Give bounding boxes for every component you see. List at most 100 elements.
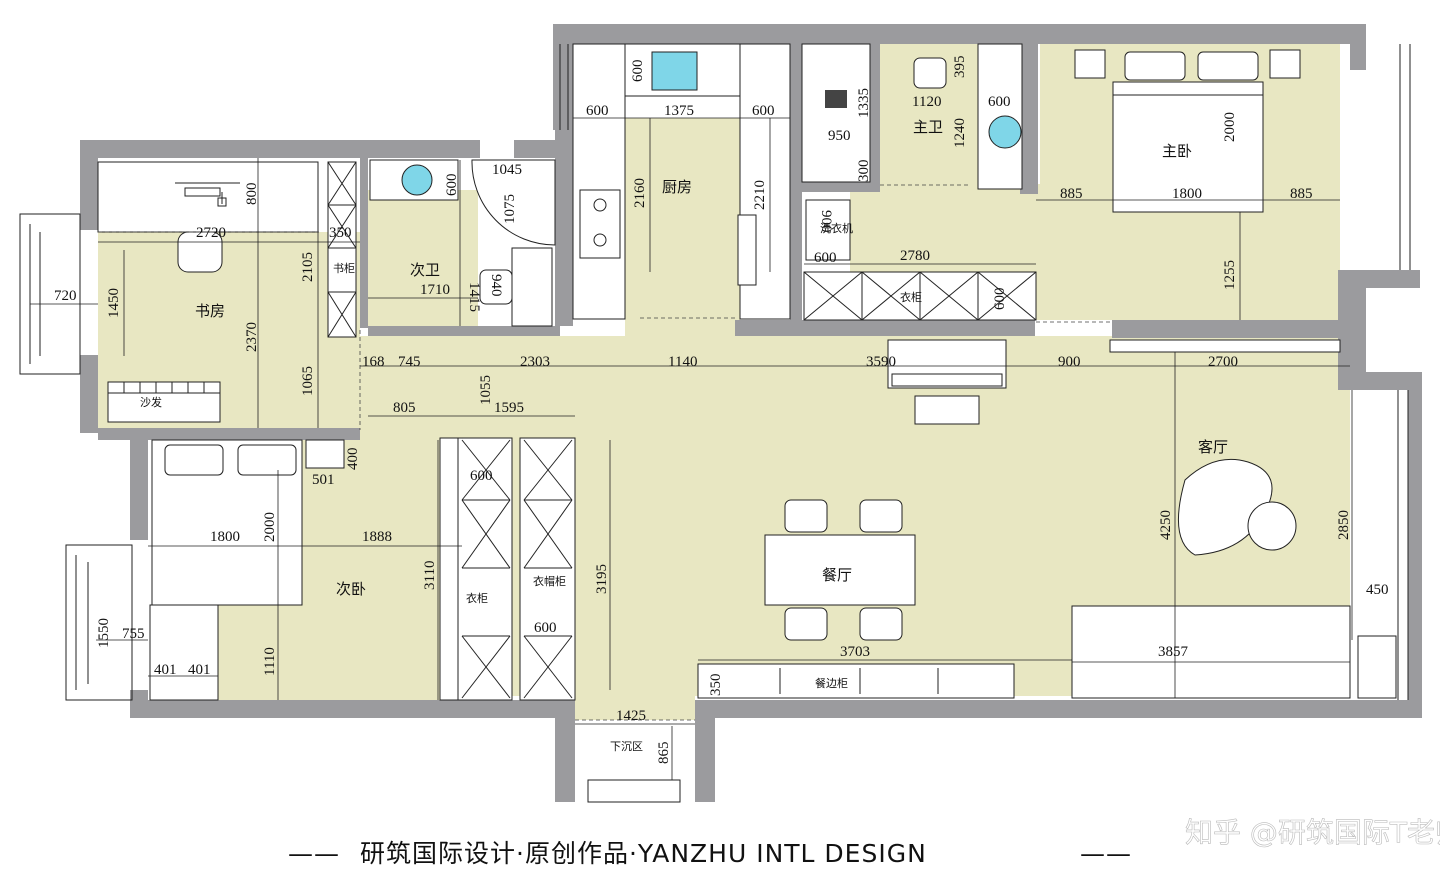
wall-top-right-post bbox=[1350, 24, 1366, 70]
master-bed bbox=[1112, 81, 1264, 213]
dim-label: 300 bbox=[856, 160, 872, 183]
dim-label: 1800 bbox=[210, 529, 240, 545]
dim-label: 2850 bbox=[1336, 510, 1352, 540]
dim-label: 600 bbox=[992, 288, 1008, 311]
second-bath-basin bbox=[401, 164, 433, 196]
dim-label: 805 bbox=[393, 400, 416, 416]
dim-label: 600 bbox=[752, 103, 775, 119]
study-furniture bbox=[97, 161, 357, 423]
wall-study-bottom bbox=[98, 428, 360, 440]
walls bbox=[80, 24, 1422, 802]
wall-bottom-right bbox=[695, 700, 1420, 718]
wall-bay-top bbox=[1340, 270, 1420, 288]
second-bed-desk bbox=[149, 604, 219, 701]
second-bed-balcony bbox=[65, 544, 133, 701]
dim-label: 1240 bbox=[952, 118, 968, 148]
dim-label: 1140 bbox=[668, 354, 697, 370]
label-master-bed: 主卧 bbox=[1162, 142, 1192, 160]
wall-right-bay bbox=[1338, 372, 1420, 390]
dim-label: 600 bbox=[586, 103, 609, 119]
label-second-bath: 次卫 bbox=[410, 261, 440, 279]
dim-label: 2160 bbox=[632, 178, 648, 208]
dim-label: 1450 bbox=[106, 288, 122, 318]
dim-label: 400 bbox=[345, 448, 361, 471]
label-sideboard: 餐边柜 bbox=[815, 676, 848, 690]
wall-laundry-top bbox=[802, 182, 870, 192]
dim-label: 600 bbox=[444, 174, 460, 197]
dim-label: 3857 bbox=[1158, 644, 1189, 660]
wall-sunken-left bbox=[555, 700, 575, 802]
dim-label: 1800 bbox=[1172, 186, 1202, 202]
dining-chair-3 bbox=[784, 607, 828, 641]
dim-label: 3590 bbox=[866, 354, 896, 370]
dim-label: 755 bbox=[122, 626, 145, 642]
dim-label: 865 bbox=[656, 742, 672, 765]
second-bath-shelf bbox=[511, 247, 553, 327]
wall-bottom-left bbox=[130, 700, 555, 718]
label-second-bed: 次卧 bbox=[336, 580, 366, 598]
dim-label: 1550 bbox=[96, 618, 112, 648]
kitchen-counter-left bbox=[572, 43, 626, 320]
dim-label: 1710 bbox=[420, 282, 450, 298]
living-sofa bbox=[1071, 605, 1351, 699]
wall-sunken-right bbox=[695, 700, 715, 802]
master-bath-fixtures bbox=[801, 43, 1023, 261]
dim-label: 350 bbox=[329, 225, 352, 241]
second-wardrobe bbox=[439, 437, 513, 701]
label-study: 书房 bbox=[195, 302, 225, 320]
dim-label: 2720 bbox=[196, 225, 226, 241]
wall-master-bath-left bbox=[870, 44, 880, 192]
wall-top bbox=[553, 24, 1365, 44]
second-pillow-right bbox=[237, 444, 297, 476]
dim-label: 1375 bbox=[664, 103, 694, 119]
dim-label: 401 bbox=[188, 662, 211, 678]
cooktop bbox=[579, 189, 621, 259]
master-bath-basin bbox=[988, 115, 1022, 149]
sunken-window bbox=[587, 779, 681, 803]
label-living: 客厅 bbox=[1198, 438, 1228, 456]
wall-master-bath-right bbox=[1020, 44, 1038, 194]
dim-label: 2370 bbox=[244, 322, 260, 352]
dim-label: 2105 bbox=[300, 252, 316, 282]
dim-label: 1110 bbox=[262, 647, 278, 676]
wall-right-edge bbox=[1408, 372, 1422, 718]
wall-bath-bottom bbox=[368, 326, 560, 336]
dim-label: 1055 bbox=[478, 375, 494, 405]
dim-label: 1425 bbox=[616, 708, 646, 724]
label-kitchen: 厨房 bbox=[662, 178, 692, 196]
dining-chair-2 bbox=[859, 499, 903, 533]
watermark: 知乎 @研筑国际T老师 bbox=[1185, 816, 1440, 849]
second-bath-floor bbox=[368, 190, 478, 326]
dim-label: 600 bbox=[988, 94, 1011, 110]
study-desk bbox=[97, 161, 319, 233]
second-bath-fixtures bbox=[369, 159, 556, 327]
piano-bench bbox=[914, 395, 980, 425]
dim-label: 350 bbox=[708, 674, 724, 697]
dim-label: 900 bbox=[1058, 354, 1081, 370]
dim-label: 401 bbox=[154, 662, 177, 678]
wall-mid-right bbox=[1112, 320, 1352, 338]
dim-label: 2000 bbox=[1222, 112, 1238, 142]
wall-mid-left bbox=[735, 320, 1035, 336]
washing-machine bbox=[805, 199, 851, 261]
bookcase bbox=[327, 161, 357, 338]
label-master-bath: 主卫 bbox=[913, 118, 943, 136]
label-bookcase: 书柜 bbox=[333, 262, 355, 275]
sideboard bbox=[697, 663, 1015, 699]
corridor-floor bbox=[575, 690, 695, 720]
dim-label: 450 bbox=[1366, 582, 1389, 598]
living-dining-furniture bbox=[697, 339, 1397, 699]
wall-bath-right bbox=[555, 130, 573, 326]
master-pillow-left bbox=[1124, 51, 1186, 81]
tv-cabinet bbox=[1109, 339, 1341, 353]
dim-label: 950 bbox=[828, 128, 851, 144]
dim-label: 1595 bbox=[494, 400, 524, 416]
side-table bbox=[1247, 501, 1297, 551]
dim-label: 885 bbox=[1290, 186, 1313, 202]
dim-label: 1120 bbox=[912, 94, 941, 110]
dim-label: 885 bbox=[1060, 186, 1083, 202]
master-nightstand-right bbox=[1269, 49, 1301, 79]
dim-label: 1255 bbox=[1222, 260, 1238, 290]
thresholds bbox=[98, 184, 1110, 721]
